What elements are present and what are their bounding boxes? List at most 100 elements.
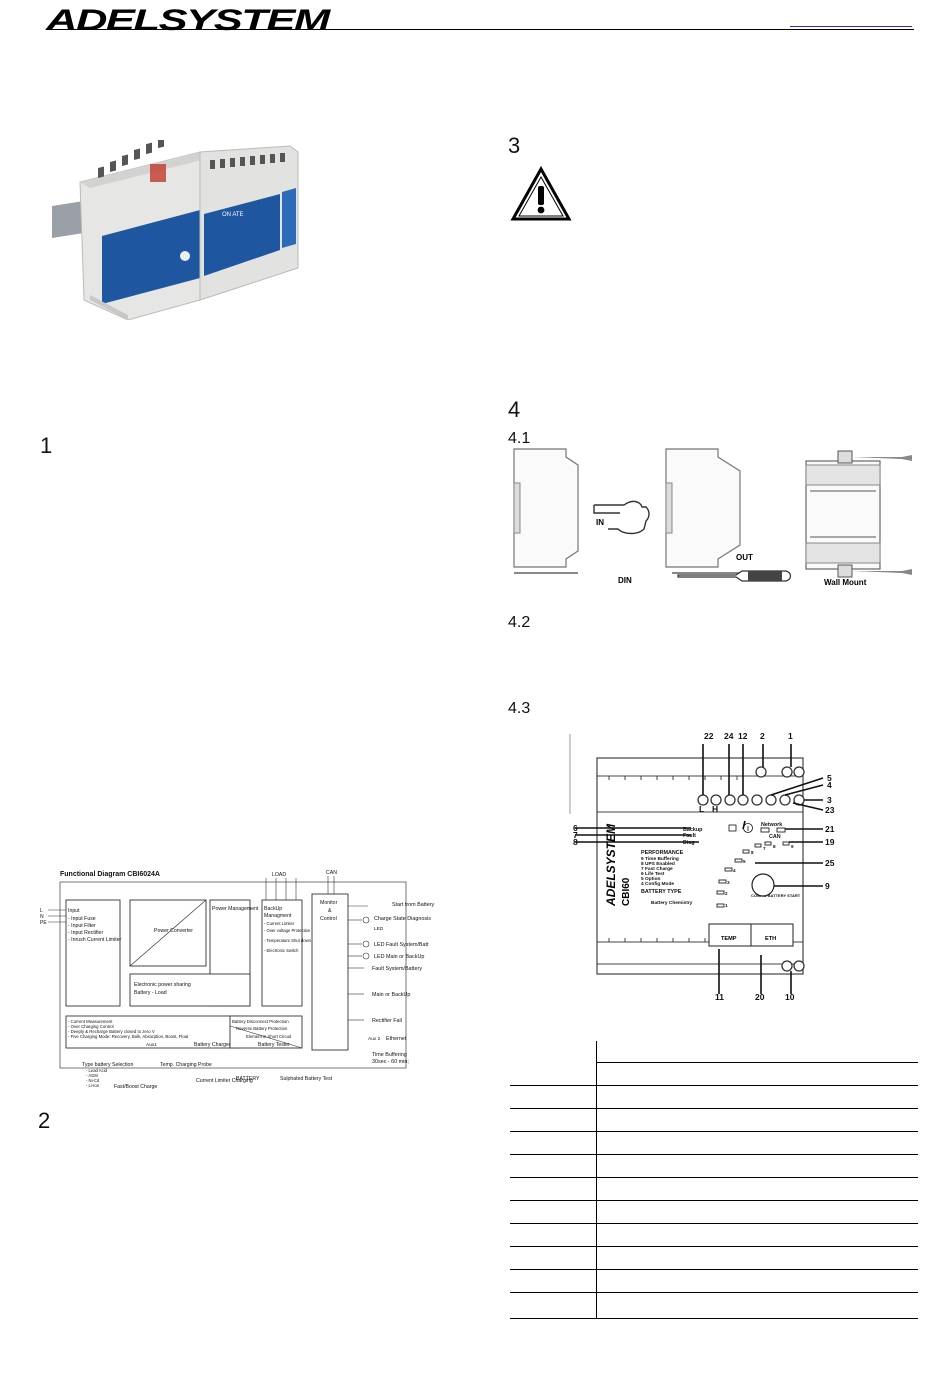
svg-text:Fast/Boost Charge: Fast/Boost Charge [114,1084,157,1090]
svg-text:Rectifier Fail: Rectifier Fail [372,1018,402,1024]
svg-text:4 Config Mode: 4 Config Mode [641,881,674,887]
svg-text:Main or BackUp: Main or BackUp [372,992,410,998]
svg-text:Backup: Backup [683,827,703,833]
input-block [65,899,121,1007]
section-4-3-heading: 4.3 [508,700,531,717]
svg-text:- Over voltage Protection: - Over voltage Protection [264,928,311,933]
svg-text:Battery Chemistry: Battery Chemistry [651,900,693,906]
svg-text:Input: Input [68,908,80,914]
svg-text:Managment: Managment [264,913,292,919]
svg-text:PE: PE [40,920,47,926]
svg-text:- Over Charging Control: - Over Charging Control [68,1024,114,1029]
svg-text:Charge State Diagnosis: Charge State Diagnosis [374,916,431,922]
svg-text:12: 12 [738,731,748,741]
svg-text:&: & [328,908,332,914]
svg-text:Reverse Battery Protection: Reverse Battery Protection [236,1026,288,1031]
section-4-1-heading: 4.1 [508,430,531,447]
svg-text:- Lead Acid: - Lead Acid [86,1068,108,1073]
svg-text:- Inrush Current Limiter: - Inrush Current Limiter [68,937,122,943]
svg-text:10: 10 [785,992,795,1002]
svg-text:Diag: Diag [683,840,695,846]
svg-text:8: 8 [773,844,776,849]
svg-text:Battery - Load: Battery - Load [134,990,167,996]
svg-text:21: 21 [825,824,835,834]
svg-text:- AGM: - AGM [86,1073,98,1078]
svg-text:Battery Disconnect Protection: Battery Disconnect Protection [232,1019,289,1024]
svg-text:5 Option: 5 Option [641,876,661,882]
svg-text:BATTERY TYPE: BATTERY TYPE [641,889,682,895]
section-2-heading: 2 [38,1108,51,1133]
svg-text:- Li-Ion: - Li-Ion [86,1083,100,1088]
svg-text:Fault: Fault [683,833,696,839]
config-button[interactable] [751,873,775,897]
product-photo: ON ATE [52,140,299,320]
mount-wall-label: Wall Mount [824,578,867,587]
svg-text:Network: Network [761,822,782,828]
header-link-underline[interactable] [790,26,912,27]
svg-text:2: 2 [760,731,765,741]
svg-text:25: 25 [825,858,835,868]
section-4-2-heading: 4.2 [508,614,531,631]
svg-text:8: 8 [751,850,754,855]
svg-text:Sulphated Battery Test: Sulphated Battery Test [280,1076,333,1082]
svg-text:Time Buffering: Time Buffering [372,1052,407,1058]
svg-text:20: 20 [755,992,765,1002]
warning-icon [510,166,572,221]
svg-text:4: 4 [733,868,736,873]
svg-text:Aux1: Aux1 [146,1042,157,1048]
panel-brand: ADELSYSTEM [604,823,618,907]
svg-text:CONFIG BATTERY START: CONFIG BATTERY START [751,893,801,898]
mounting-illustration: IN DIN OUT Wall Mount [513,448,912,587]
backup-block [261,899,303,1007]
svg-text:- Input Filter: - Input Filter [68,923,96,929]
svg-text:8: 8 [573,837,578,847]
svg-text:- Temperature Shut down: - Temperature Shut down [264,938,312,943]
svg-text:H: H [712,804,718,814]
mount-din-label: DIN [618,576,632,585]
svg-text:7: 7 [763,846,766,851]
svg-text:5: 5 [827,773,832,783]
panel-model: CBI60 [621,877,632,906]
svg-text:CAN: CAN [326,870,337,876]
functional-diagram: Functional Diagram CBI6024A Input - Inpu… [40,870,435,1090]
svg-text:6 Life Test: 6 Life Test [641,871,665,877]
front-panel-diagram: 22 24 12 2 1 5 4 3 23 21 19 25 9 6 7 8 1… [569,731,835,1002]
svg-text:Temp. Charging Probe: Temp. Charging Probe [160,1062,212,1068]
svg-text:Power Management: Power Management [212,906,259,912]
svg-text:- Input Fuse: - Input Fuse [68,916,96,922]
svg-text:1: 1 [788,731,793,741]
svg-text:N: N [40,914,44,920]
mount-in-label: IN [596,518,604,527]
svg-text:L: L [699,804,704,814]
svg-text:Start from Battery: Start from Battery [392,902,435,908]
brand-logo: ADELSYSTEM [46,4,330,37]
svg-text:Control: Control [320,916,337,922]
svg-text:Monitor: Monitor [320,900,338,906]
svg-text:Element in Short Circuit: Element in Short Circuit [246,1034,292,1039]
svg-text:Aux 2: Aux 2 [368,1036,381,1042]
monitor-block [311,893,349,1051]
svg-text:2: 2 [725,891,728,896]
svg-text:3: 3 [827,795,832,805]
svg-text:11: 11 [715,992,724,1002]
svg-text:LOAD: LOAD [272,872,286,878]
svg-text:- Five Charging Mode: Recovery: - Five Charging Mode: Recovery, Bulk, Ab… [68,1034,189,1039]
svg-text:Electronic power sharing: Electronic power sharing [134,982,191,988]
svg-text:8 UPS Enabled: 8 UPS Enabled [641,861,675,867]
svg-text:Ethernet: Ethernet [386,1036,407,1042]
svg-text:7 Fast Charge: 7 Fast Charge [641,866,673,872]
svg-text:5: 5 [743,859,746,864]
svg-text:22: 22 [704,731,714,741]
mount-out-label: OUT [736,553,753,562]
svg-text:LED Fault System/Batt: LED Fault System/Batt [374,942,429,948]
battery-charger-block [65,1015,241,1049]
svg-text:24: 24 [724,731,734,741]
header-rule [46,29,914,30]
photo-device-label: ON ATE [222,212,244,218]
svg-text:Fault System/Battery: Fault System/Battery [372,966,422,972]
svg-text:9: 9 [825,881,830,891]
svg-text:6: 6 [573,823,578,833]
svg-text:L: L [40,908,43,914]
svg-text:Battery Charger: Battery Charger [194,1042,231,1048]
diagram-title: Functional Diagram CBI6024A [60,871,160,878]
